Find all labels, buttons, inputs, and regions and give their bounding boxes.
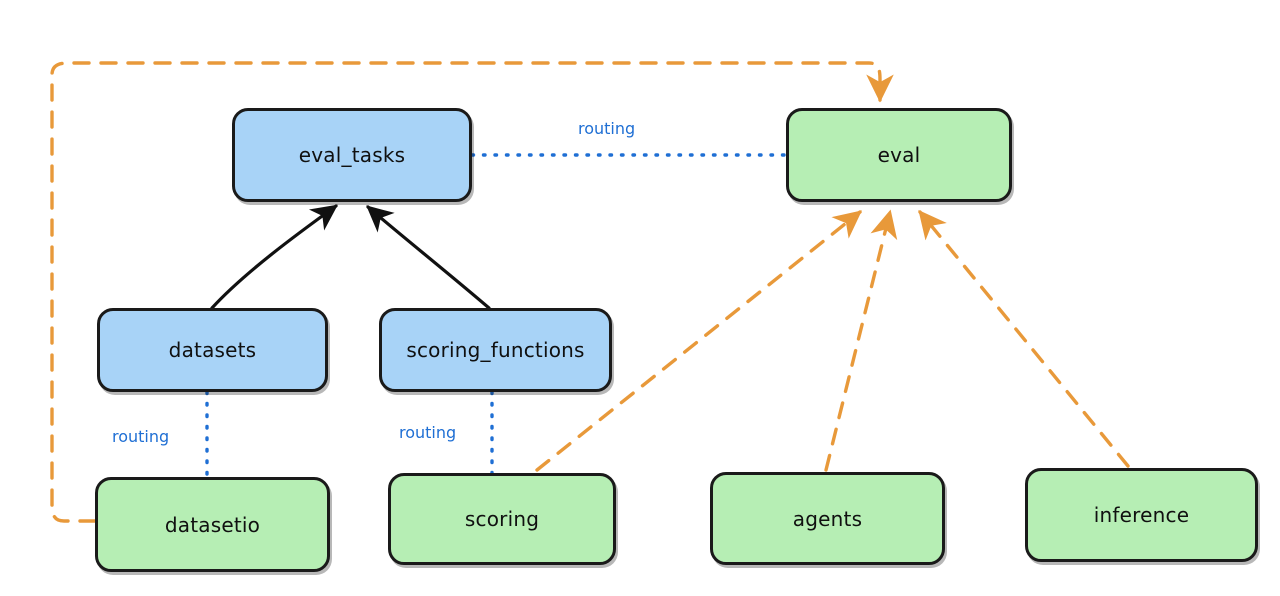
edge-label-routing-scoring-functions-scoring: routing <box>399 423 457 442</box>
edge-datasets-to-eval-tasks <box>210 204 338 310</box>
node-label-scoring: scoring <box>464 507 540 531</box>
node-label-agents: agents <box>792 506 863 531</box>
node-label-eval: eval <box>877 143 921 167</box>
node-label-scoring-functions: scoring_functions <box>406 338 585 362</box>
node-label-eval-tasks: eval_tasks <box>298 143 406 167</box>
node-agents[interactable]: agents <box>710 472 945 565</box>
node-eval-tasks[interactable]: eval_tasks <box>232 108 472 202</box>
node-datasetio[interactable]: datasetio <box>95 477 330 572</box>
node-eval[interactable]: eval <box>786 108 1012 202</box>
node-scoring[interactable]: scoring <box>388 473 616 565</box>
edge-inference-to-eval <box>918 210 1130 468</box>
edge-label-routing-eval-tasks-eval: routing <box>578 119 636 138</box>
node-label-inference: inference <box>1093 503 1190 527</box>
edge-scoring-to-eval <box>535 210 862 472</box>
edge-datasetio-to-eval <box>50 61 894 523</box>
node-inference[interactable]: inference <box>1025 468 1258 562</box>
edge-scoring-functions-to-eval-tasks <box>366 205 491 310</box>
node-label-datasetio: datasetio <box>164 512 261 537</box>
edge-label-routing-datasets-datasetio: routing <box>112 427 170 446</box>
node-scoring-functions[interactable]: scoring_functions <box>379 308 612 392</box>
node-datasets[interactable]: datasets <box>97 308 328 392</box>
edge-agents-to-eval <box>824 209 898 472</box>
node-label-datasets: datasets <box>168 338 257 362</box>
